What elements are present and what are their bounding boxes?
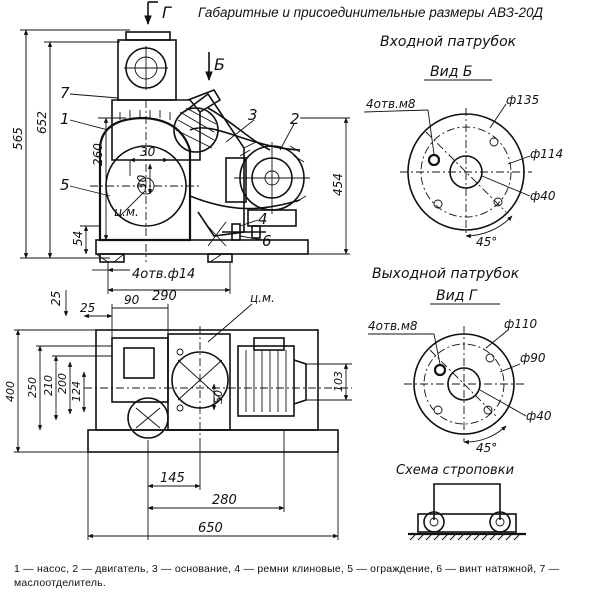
outlet-angle: 45° (476, 441, 497, 455)
part-number-2: 2 (290, 110, 300, 128)
inlet-holes: 4отв.м8 (366, 97, 416, 111)
guard-fan (173, 107, 219, 153)
outlet-d40: ф40 (526, 409, 552, 423)
dim-400: 400 (4, 381, 17, 402)
dim-454: 454 (331, 173, 345, 196)
label-center-mass-front: ц.м. (114, 205, 139, 219)
outlet-view-label: Вид Г (436, 288, 478, 304)
parts-legend: 1 — насос, 2 — двигатель, 3 — основание,… (14, 563, 560, 589)
drawing-title: Габаритные и присоединительные размеры А… (198, 5, 544, 20)
sling-title: Схема строповки (396, 463, 514, 478)
dim-200: 200 (56, 373, 69, 394)
plan-view (14, 290, 352, 540)
part-number-5: 5 (60, 176, 70, 194)
dim-260: 260 (91, 143, 105, 166)
dim-565: 565 (11, 127, 25, 150)
dim-650: 650 (198, 521, 223, 536)
dim-90: 90 (124, 293, 140, 307)
view-arrow-g (144, 1, 158, 25)
dim-25-top: 25 (49, 291, 63, 306)
dim-124: 124 (70, 381, 83, 402)
part-number-6: 6 (262, 232, 272, 250)
dim-50: 50 (212, 390, 225, 404)
dim-30-vertical: 30 (135, 174, 149, 190)
inlet-angle: 45° (476, 235, 497, 249)
dim-290: 290 (152, 289, 177, 304)
outlet-flange-view (368, 326, 527, 445)
view-arrow-b-label: Б (214, 55, 225, 74)
inlet-flange-view (363, 103, 532, 239)
inlet-d135: ф135 (506, 93, 539, 107)
part-number-4: 4 (258, 210, 268, 228)
outlet-d90: ф90 (520, 351, 546, 365)
sling-diagram (408, 483, 526, 541)
dim-25-left: 25 (80, 301, 95, 315)
dim-652: 652 (35, 111, 49, 134)
part-number-1: 1 (60, 110, 70, 128)
inlet-title: Входной патрубок (380, 34, 517, 50)
label-holes-d14: 4отв.ф14 (132, 267, 195, 282)
outlet-d110: ф110 (504, 317, 538, 331)
inlet-d114: ф114 (530, 147, 563, 161)
inlet-view-label: Вид Б (430, 64, 472, 80)
part-number-3: 3 (248, 106, 258, 124)
part-number-7: 7 (60, 84, 70, 102)
dim-30-horizontal: 30 (140, 145, 156, 159)
view-arrow-g-label: Г (162, 3, 172, 22)
dim-210: 210 (42, 375, 55, 396)
dim-145: 145 (160, 471, 185, 486)
outlet-holes: 4отв.м8 (368, 319, 418, 333)
dim-54: 54 (71, 231, 85, 246)
outlet-title: Выходной патрубок (372, 266, 520, 282)
label-center-mass-plan: ц.м. (250, 291, 275, 305)
dim-103: 103 (332, 371, 345, 392)
dim-250: 250 (26, 377, 39, 398)
dim-280: 280 (212, 493, 237, 508)
front-view (20, 29, 350, 294)
inlet-d40: ф40 (530, 189, 556, 203)
